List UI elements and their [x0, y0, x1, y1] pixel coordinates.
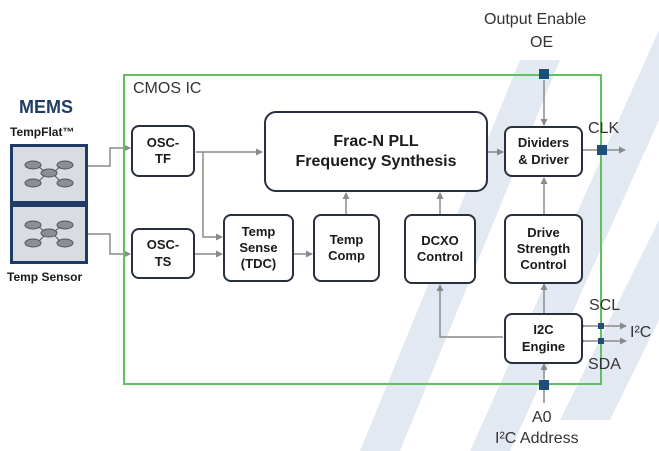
drive-strength-block: Drive Strength Control: [504, 214, 583, 284]
ic-label: CMOS IC: [133, 80, 202, 97]
dividers-driver-block: Dividers & Driver: [504, 126, 583, 177]
mems-resonator-tempsensor: [10, 204, 88, 264]
oe-terminal: [539, 69, 549, 79]
temp-comp-block: Temp Comp: [313, 214, 380, 282]
mems-ts-line: [88, 233, 131, 258]
cmos-ic-boundary: [123, 74, 602, 385]
mems-title: MEMS: [19, 97, 73, 117]
sda-terminal: [598, 338, 604, 344]
temp-sense-block: Temp Sense (TDC): [223, 214, 294, 282]
output-enable-label: Output Enable: [484, 11, 587, 28]
oe-label: OE: [530, 34, 554, 51]
sda-label: SDA: [588, 356, 621, 373]
mems-tempsensor-label: Temp Sensor: [7, 270, 83, 284]
clk-label: CLK: [588, 120, 620, 137]
i2c-dcxo-line: [436, 284, 503, 338]
dcxo-control-block: DCXO Control: [404, 214, 476, 284]
scl-terminal: [598, 323, 604, 329]
a0-terminal: [539, 380, 549, 390]
mems-tf-line: [88, 144, 131, 167]
mems-tempflat-label: TempFlat™: [10, 125, 75, 139]
a0-label: A0: [532, 409, 552, 426]
i2c-address-label: I²C Address: [495, 430, 579, 447]
scl-label: SCL: [589, 297, 621, 314]
mems-resonator-tempflat: [10, 144, 88, 204]
pll-block: Frac-N PLL Frequency Synthesis: [264, 111, 488, 192]
osctf-tempsense-line: [202, 152, 223, 241]
osc-tf-block: OSC- TF: [131, 125, 195, 177]
i2c-bus-label: I²C: [630, 324, 652, 341]
i2c-engine-block: I2C Engine: [504, 313, 583, 364]
clk-terminal: [597, 145, 607, 155]
osc-ts-block: OSC- TS: [131, 228, 195, 279]
resonator-icon: [24, 220, 74, 248]
resonator-icon: [24, 160, 74, 188]
